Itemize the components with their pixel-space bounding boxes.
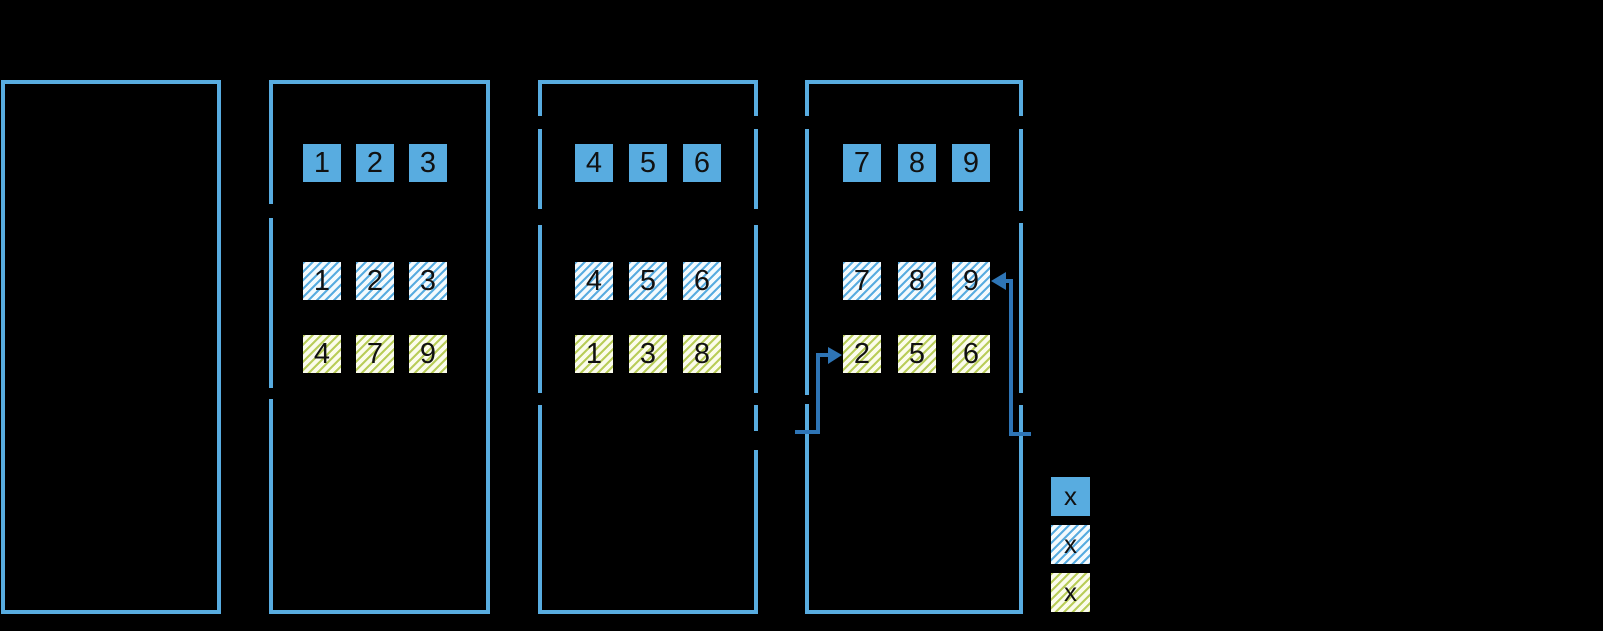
- record-box: 8: [898, 144, 936, 182]
- record-box-hatched: 1: [303, 262, 341, 300]
- panel-1: [1, 80, 221, 614]
- border-gap: [752, 393, 760, 405]
- record-box-sorted: 7: [356, 335, 394, 373]
- record-box-sorted: 3: [629, 335, 667, 373]
- record-box-sorted: 5: [898, 335, 936, 373]
- border-gap: [752, 116, 760, 129]
- record-box-hatched: 4: [575, 262, 613, 300]
- record-box: 7: [843, 144, 881, 182]
- border-gap: [267, 204, 275, 218]
- border-gap: [536, 116, 544, 129]
- record-box-hatched: 6: [683, 262, 721, 300]
- border-gap: [803, 116, 811, 129]
- record-box-hatched: 8: [898, 262, 936, 300]
- record-box: 3: [409, 144, 447, 182]
- legend-hatched-blue-swatch: x: [1051, 525, 1090, 564]
- record-box-sorted: 2: [843, 335, 881, 373]
- record-box-sorted: 9: [409, 335, 447, 373]
- record-box-hatched: 5: [629, 262, 667, 300]
- border-gap: [752, 209, 760, 225]
- border-gap: [752, 431, 760, 450]
- panel-2: [269, 80, 490, 614]
- record-box: 1: [303, 144, 341, 182]
- record-box: 5: [629, 144, 667, 182]
- border-gap: [803, 395, 811, 404]
- legend-hatched-yellow-swatch: x: [1051, 573, 1090, 612]
- record-box-sorted: 8: [683, 335, 721, 373]
- border-gap: [1017, 393, 1025, 405]
- border-gap: [1017, 116, 1025, 129]
- record-box-hatched: 3: [409, 262, 447, 300]
- record-box-hatched: 9: [952, 262, 990, 300]
- record-box-hatched: 2: [356, 262, 394, 300]
- record-box: 6: [683, 144, 721, 182]
- record-box: 9: [952, 144, 990, 182]
- border-gap: [536, 393, 544, 405]
- border-gap: [536, 209, 544, 225]
- record-box-sorted: 1: [575, 335, 613, 373]
- record-box-sorted: 4: [303, 335, 341, 373]
- record-box: 4: [575, 144, 613, 182]
- panel-3: [538, 80, 758, 614]
- record-box-sorted: 6: [952, 335, 990, 373]
- border-gap: [1017, 211, 1025, 223]
- record-box: 2: [356, 144, 394, 182]
- legend-solid-swatch: x: [1051, 477, 1090, 516]
- record-box-hatched: 7: [843, 262, 881, 300]
- border-gap: [267, 388, 275, 399]
